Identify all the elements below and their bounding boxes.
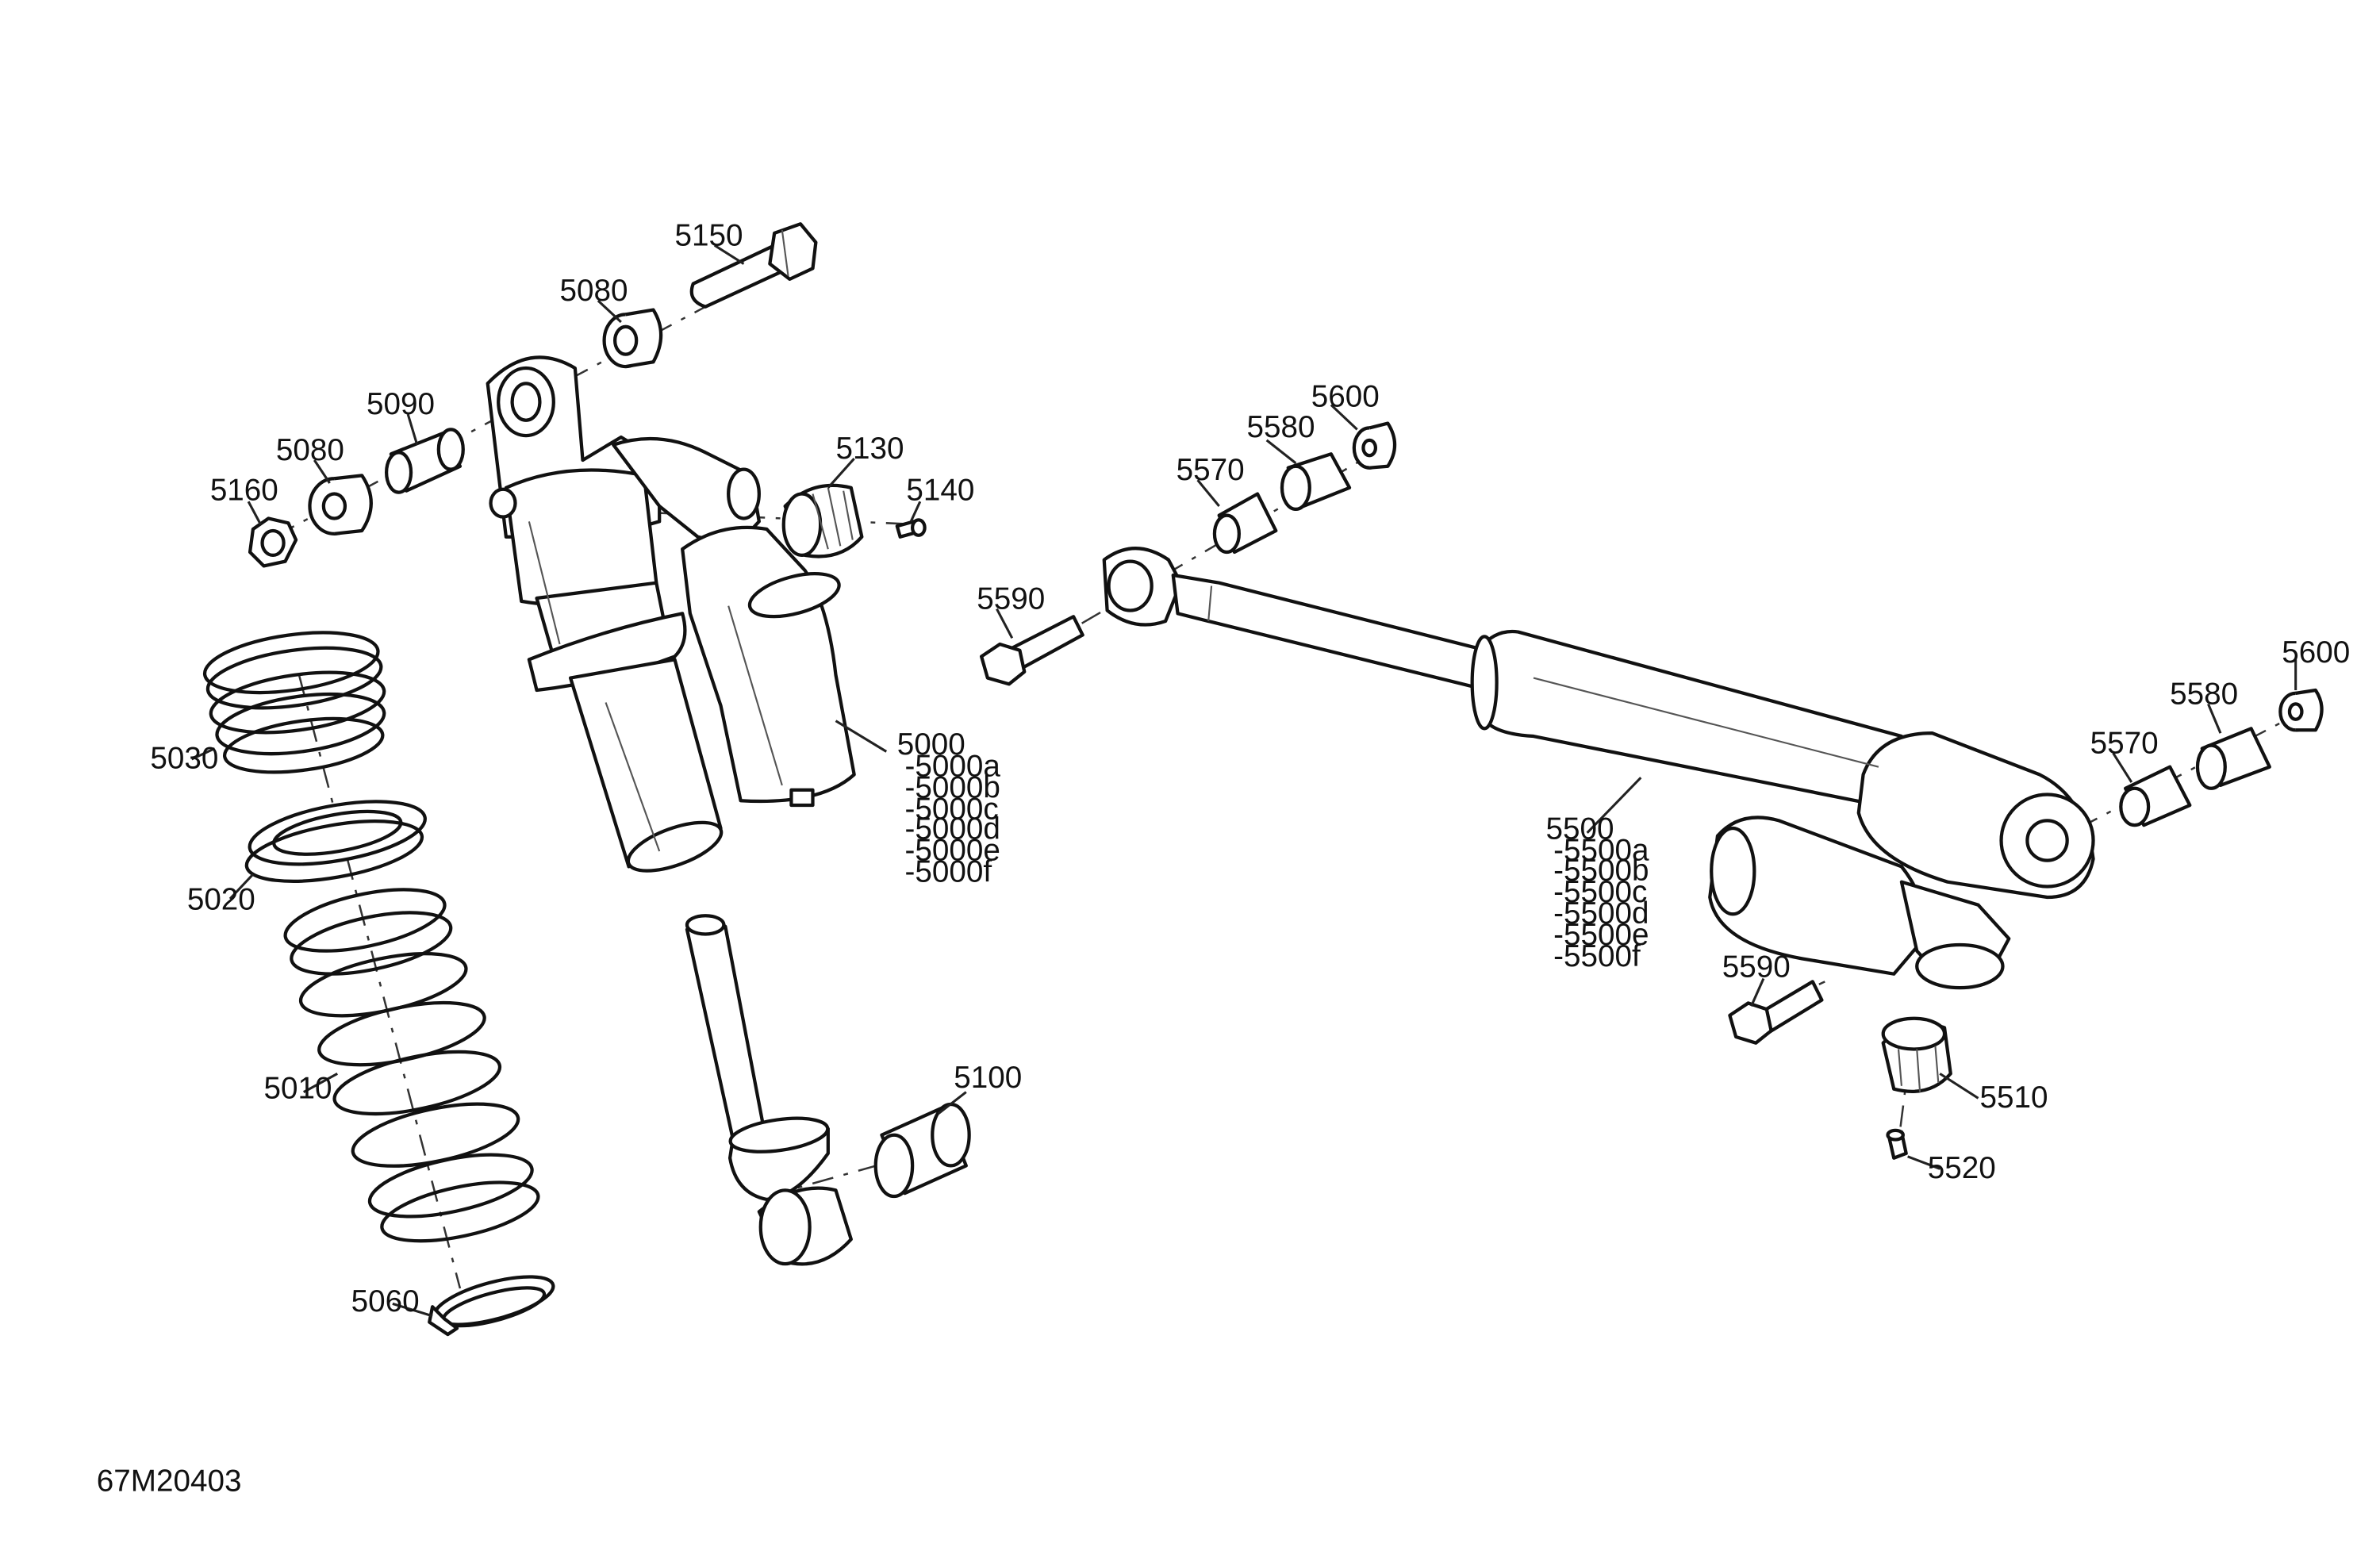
rear-shock-5000: [486, 355, 856, 873]
callout-5520: 5520: [1928, 1151, 1996, 1185]
callout-5000c: -5000c: [904, 792, 998, 826]
callout-5140: 5140: [906, 473, 974, 507]
screw-5140: [895, 518, 927, 539]
callout-5160: 5160: [210, 473, 278, 507]
washer-5600-left: [1352, 421, 1397, 470]
callout-5590-left: 5590: [977, 582, 1045, 616]
sleeve-5570-right: [2119, 765, 2192, 827]
callout-5060: 5060: [351, 1284, 420, 1318]
front-shock-5500: [1102, 547, 2095, 990]
spring-seat-5020: [244, 800, 427, 883]
callout-5150: 5150: [675, 218, 743, 252]
washer-5600-right: [2278, 688, 2324, 732]
callout-5500a: -5500a: [1553, 834, 1649, 868]
callout-labels: 5150 5080 5090 5080 5160 5130 5140 5030 …: [150, 218, 2350, 1318]
callout-5000b: -5000b: [904, 770, 1000, 804]
adjuster-knob-5510: [1881, 1016, 1952, 1093]
callout-5010: 5010: [263, 1071, 332, 1105]
bushing-5080-left: [308, 474, 373, 535]
callout-5100: 5100: [954, 1061, 1022, 1095]
leader-lines: [190, 244, 2297, 1318]
callout-5500f: -5500f: [1553, 939, 1641, 973]
callout-5590-right: 5590: [1722, 950, 1791, 985]
callout-5000-group: 5000 -5000a -5000b -5000c -5000d -5000e …: [897, 727, 1001, 889]
callout-5000f: -5000f: [904, 855, 992, 889]
bushing-5580-right: [2195, 727, 2271, 790]
bushing-5080-top: [602, 308, 663, 369]
callout-5580-left: 5580: [1247, 410, 1315, 444]
callout-5000e: -5000e: [904, 834, 1000, 868]
callout-5600-left: 5600: [1311, 379, 1380, 413]
adjuster-knob-5130: [781, 483, 864, 558]
spring-5030: [202, 631, 386, 774]
callout-5080-left: 5080: [276, 433, 344, 467]
sleeve-5090: [384, 428, 465, 494]
callout-5000: 5000: [897, 727, 965, 762]
callout-5500b: -5500b: [1553, 854, 1649, 888]
callout-5130: 5130: [835, 432, 904, 466]
bolt-5150: [689, 222, 818, 309]
callout-5020: 5020: [187, 883, 255, 917]
callout-5510: 5510: [1979, 1080, 2048, 1115]
spring-5010: [283, 888, 540, 1243]
clip-ring-5060: [428, 1275, 555, 1337]
sleeve-5570-left: [1212, 492, 1278, 555]
callout-5000d: -5000d: [904, 812, 1000, 846]
nut-5160: [248, 516, 298, 568]
bolt-5590-right: [1728, 980, 1824, 1045]
callout-5580-right: 5580: [2170, 677, 2238, 711]
callout-5090: 5090: [367, 387, 435, 421]
callout-5500-group: 5500 -5500a -5500b -5500c -5500d -5500e …: [1545, 812, 1649, 973]
callout-5500c: -5500c: [1553, 875, 1647, 909]
callout-5500d: -5500d: [1553, 896, 1649, 931]
callout-5500: 5500: [1545, 812, 1614, 846]
callout-5030: 5030: [150, 742, 218, 776]
diagram-code: 67M20403: [97, 1464, 242, 1498]
screw-5520: [1886, 1128, 1908, 1160]
callout-5080-top: 5080: [560, 274, 628, 308]
callout-5570-left: 5570: [1177, 453, 1245, 487]
callout-5000a: -5000a: [904, 749, 1000, 783]
callout-5570-right: 5570: [2090, 726, 2159, 760]
rod-eye-5100: [685, 914, 971, 1266]
bolt-5590-left: [979, 615, 1084, 686]
callout-5600-right: 5600: [2282, 635, 2350, 670]
bushing-5580-left: [1280, 452, 1352, 512]
callout-5500e: -5500e: [1553, 918, 1649, 952]
